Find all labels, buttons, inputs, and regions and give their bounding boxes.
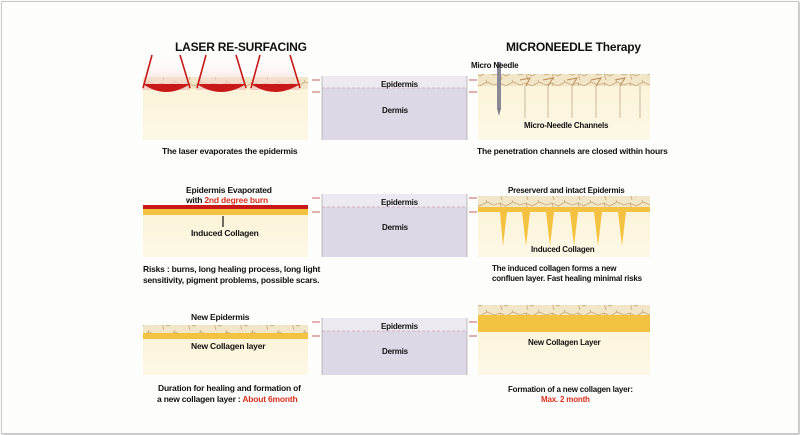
row1-left-caption: The laser evaporates the epidermis bbox=[162, 146, 298, 156]
row2-left-caption-line2: sensitivity, pigment problems, possible … bbox=[143, 275, 320, 285]
row2-left-title-highlight: 2nd degree burn bbox=[204, 195, 268, 205]
row1-dermis-label: Dermis bbox=[382, 106, 408, 115]
row3-center-layers bbox=[312, 318, 477, 375]
row3-dermis-label: Dermis bbox=[382, 347, 408, 356]
row3-right-caption-highlight: Max. 2 month bbox=[541, 395, 590, 404]
row3-left-caption-highlight: About 6month bbox=[242, 394, 298, 404]
row2-left-title-prefix: with bbox=[186, 195, 203, 205]
row3-left-skin bbox=[143, 325, 308, 375]
row3-left-caption-line2: a new collagen layer : About 6month bbox=[157, 394, 298, 404]
row2-right-caption-line2: confluen layer. Fast healing minimal ris… bbox=[492, 274, 642, 283]
row3-right-collagen-label: New Collagen Layer bbox=[528, 338, 601, 347]
row2-right-collagen-label: Induced Collagen bbox=[531, 245, 595, 254]
row1-left-skin bbox=[142, 54, 308, 140]
row2-epidermis-label: Epidermis bbox=[381, 198, 418, 207]
row2-left-caption-line1: Risks : burns, long healing process, lon… bbox=[143, 264, 321, 274]
row1-micro-needle-label: Micro Needle bbox=[471, 61, 519, 70]
header-microneedle: MICRONEEDLE Therapy bbox=[506, 40, 641, 54]
row2-left-skin bbox=[143, 205, 308, 257]
row3-epidermis-label: Epidermis bbox=[381, 322, 418, 331]
row2-left-title-line2: with 2nd degree burn bbox=[186, 195, 268, 205]
row3-left-caption-line1: Duration for healing and formation of bbox=[158, 383, 301, 393]
row3-right-caption-line1: Formation of a new collagen layer: bbox=[508, 385, 633, 394]
row1-channels-label: Micro-Needle Channels bbox=[524, 121, 609, 130]
row2-right-caption-line1: The induced collagen forms a new bbox=[492, 264, 617, 273]
row2-left-collagen-label: Induced Collagen bbox=[191, 228, 259, 238]
row3-left-title: New Epidermis bbox=[191, 312, 250, 322]
header-laser: LASER RE-SURFACING bbox=[175, 40, 307, 54]
row2-right-title: Preserverd and intact Epidermis bbox=[508, 186, 625, 195]
row1-epidermis-label: Epidermis bbox=[381, 80, 418, 89]
row2-right-skin bbox=[478, 196, 650, 257]
row3-left-collagen-label: New Collagen layer bbox=[191, 341, 266, 351]
row2-left-title-line1: Epidermis Evaporated bbox=[186, 185, 272, 195]
row2-center-layers bbox=[312, 194, 477, 257]
row1-right-skin bbox=[478, 62, 650, 140]
row3-right-skin bbox=[478, 305, 650, 375]
row1-center-layers bbox=[312, 76, 477, 140]
row2-dermis-label: Dermis bbox=[382, 223, 408, 232]
row3-left-caption-prefix: a new collagen layer : bbox=[157, 394, 241, 404]
row1-right-caption: The penetration channels are closed with… bbox=[477, 146, 668, 156]
